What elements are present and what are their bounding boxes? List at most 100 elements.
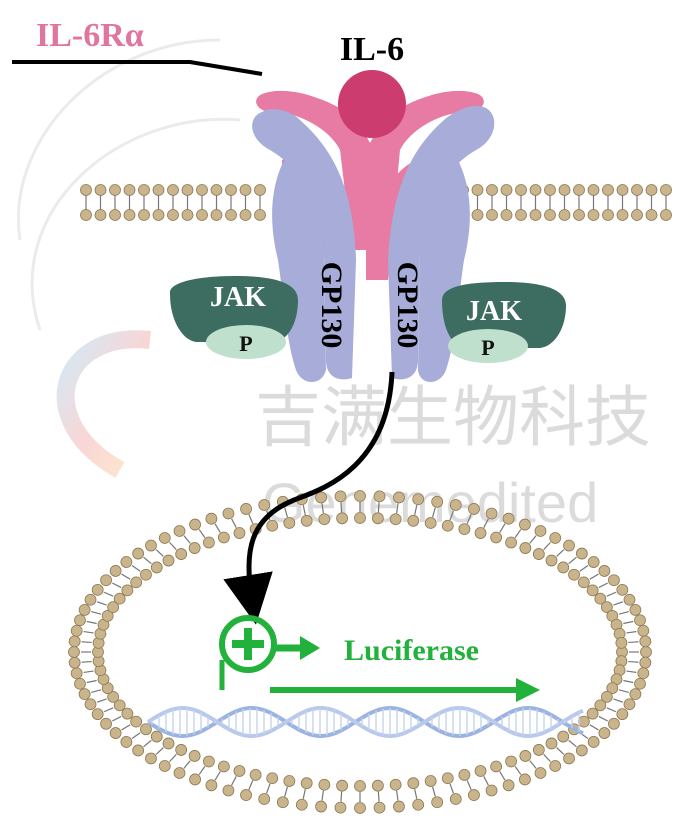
lipid-tail (483, 518, 489, 528)
lipid-head (505, 755, 517, 768)
lipid-tail (86, 679, 97, 684)
lipid-head (167, 184, 179, 196)
lipid-head (575, 547, 588, 560)
lipid-tail (96, 601, 107, 606)
lipid-head (500, 209, 513, 221)
lipid-tail (628, 660, 639, 663)
lipid-head (577, 576, 590, 589)
lipid-tail (198, 766, 206, 775)
lipid-head (412, 798, 425, 811)
lipid-head (471, 184, 484, 196)
lipid-head (634, 677, 646, 690)
lipid-head (519, 750, 532, 762)
lipid-tail (284, 786, 289, 797)
lipid-head (240, 789, 252, 801)
lipid-head (138, 184, 150, 196)
lipid-tail (623, 620, 634, 625)
lipid-head (660, 184, 672, 196)
lipid-head (91, 583, 104, 596)
lipid-head (217, 531, 230, 544)
lipid-head (631, 209, 643, 221)
luciferase-label: Luciferase (344, 634, 479, 667)
lipid-head (468, 503, 480, 515)
lipid-head (283, 517, 296, 529)
lipid-head (334, 490, 347, 503)
lipid-head (217, 760, 230, 773)
lipid-tail (155, 549, 164, 557)
lipid-head (138, 209, 150, 221)
lipid-head (203, 755, 215, 768)
lipid-tail (231, 518, 237, 528)
lipid-head (534, 525, 547, 537)
lipid-tail (183, 760, 191, 769)
lipid-head (239, 184, 252, 196)
lipid-tail (431, 786, 436, 797)
lipid-head (354, 780, 366, 792)
lipid-tail (121, 724, 131, 731)
cell-membrane (80, 184, 672, 221)
lipid-head (130, 715, 143, 728)
lipid-head (616, 184, 629, 196)
lipid-head (109, 727, 122, 739)
lipid-head (354, 802, 366, 814)
lipid-tail (618, 689, 629, 694)
lipid-head (167, 209, 179, 221)
dna-strand (146, 705, 584, 739)
gp130-left-lower (272, 150, 326, 382)
lipid-head (474, 765, 487, 777)
lipid-tail (556, 747, 565, 755)
lipid-tail (449, 510, 454, 521)
lipid-head (515, 184, 527, 196)
lipid-head (94, 209, 107, 221)
lipid-tail (81, 660, 92, 663)
lipid-tail (340, 502, 343, 513)
lipid-tail (377, 502, 380, 513)
lipid-tail (499, 771, 506, 781)
lipid-head (78, 604, 91, 616)
lipid-tail (83, 670, 94, 674)
lipid-head (519, 542, 532, 554)
lipid-head (544, 184, 556, 196)
lipid-head (529, 209, 542, 221)
lipid-head (594, 699, 607, 712)
lipid-head (558, 209, 571, 221)
lipid-head (575, 744, 588, 757)
lipid-tail (112, 582, 122, 589)
lipid-head (431, 495, 444, 508)
lipid-tail (499, 523, 506, 533)
lipid-head (152, 209, 165, 221)
il6-ligand (338, 70, 406, 138)
lipid-head (120, 736, 133, 748)
lipid-head (424, 517, 437, 529)
lipid-head (158, 532, 171, 544)
lipid-head (276, 796, 289, 809)
lipid-head (586, 707, 599, 720)
lipid-head (318, 513, 331, 526)
lipid-head (519, 518, 531, 531)
lipid-head (486, 184, 498, 196)
p-left-label: P (239, 331, 252, 356)
lipid-head (563, 539, 575, 552)
lipid-tail (556, 549, 565, 557)
lipid-head (336, 512, 349, 525)
lipid-head (485, 784, 498, 797)
lipid-head (84, 593, 97, 606)
lipid-head (660, 209, 672, 221)
lipid-tail (214, 523, 221, 533)
lipid-head (371, 512, 384, 525)
lipid-head (519, 773, 531, 786)
lipid-head (152, 184, 165, 196)
lipid-head (145, 539, 157, 552)
lipid-head (239, 209, 252, 221)
lipid-head (549, 532, 562, 544)
lipid-tail (543, 753, 551, 763)
lipid-tail (514, 529, 522, 538)
lipid-head (645, 184, 658, 196)
lipid-head (74, 677, 86, 690)
lipid-head (389, 778, 402, 791)
lipid-head (196, 184, 208, 196)
watermark-logo (56, 330, 151, 478)
lipid-tail (91, 610, 102, 615)
lipid-head (205, 779, 218, 792)
